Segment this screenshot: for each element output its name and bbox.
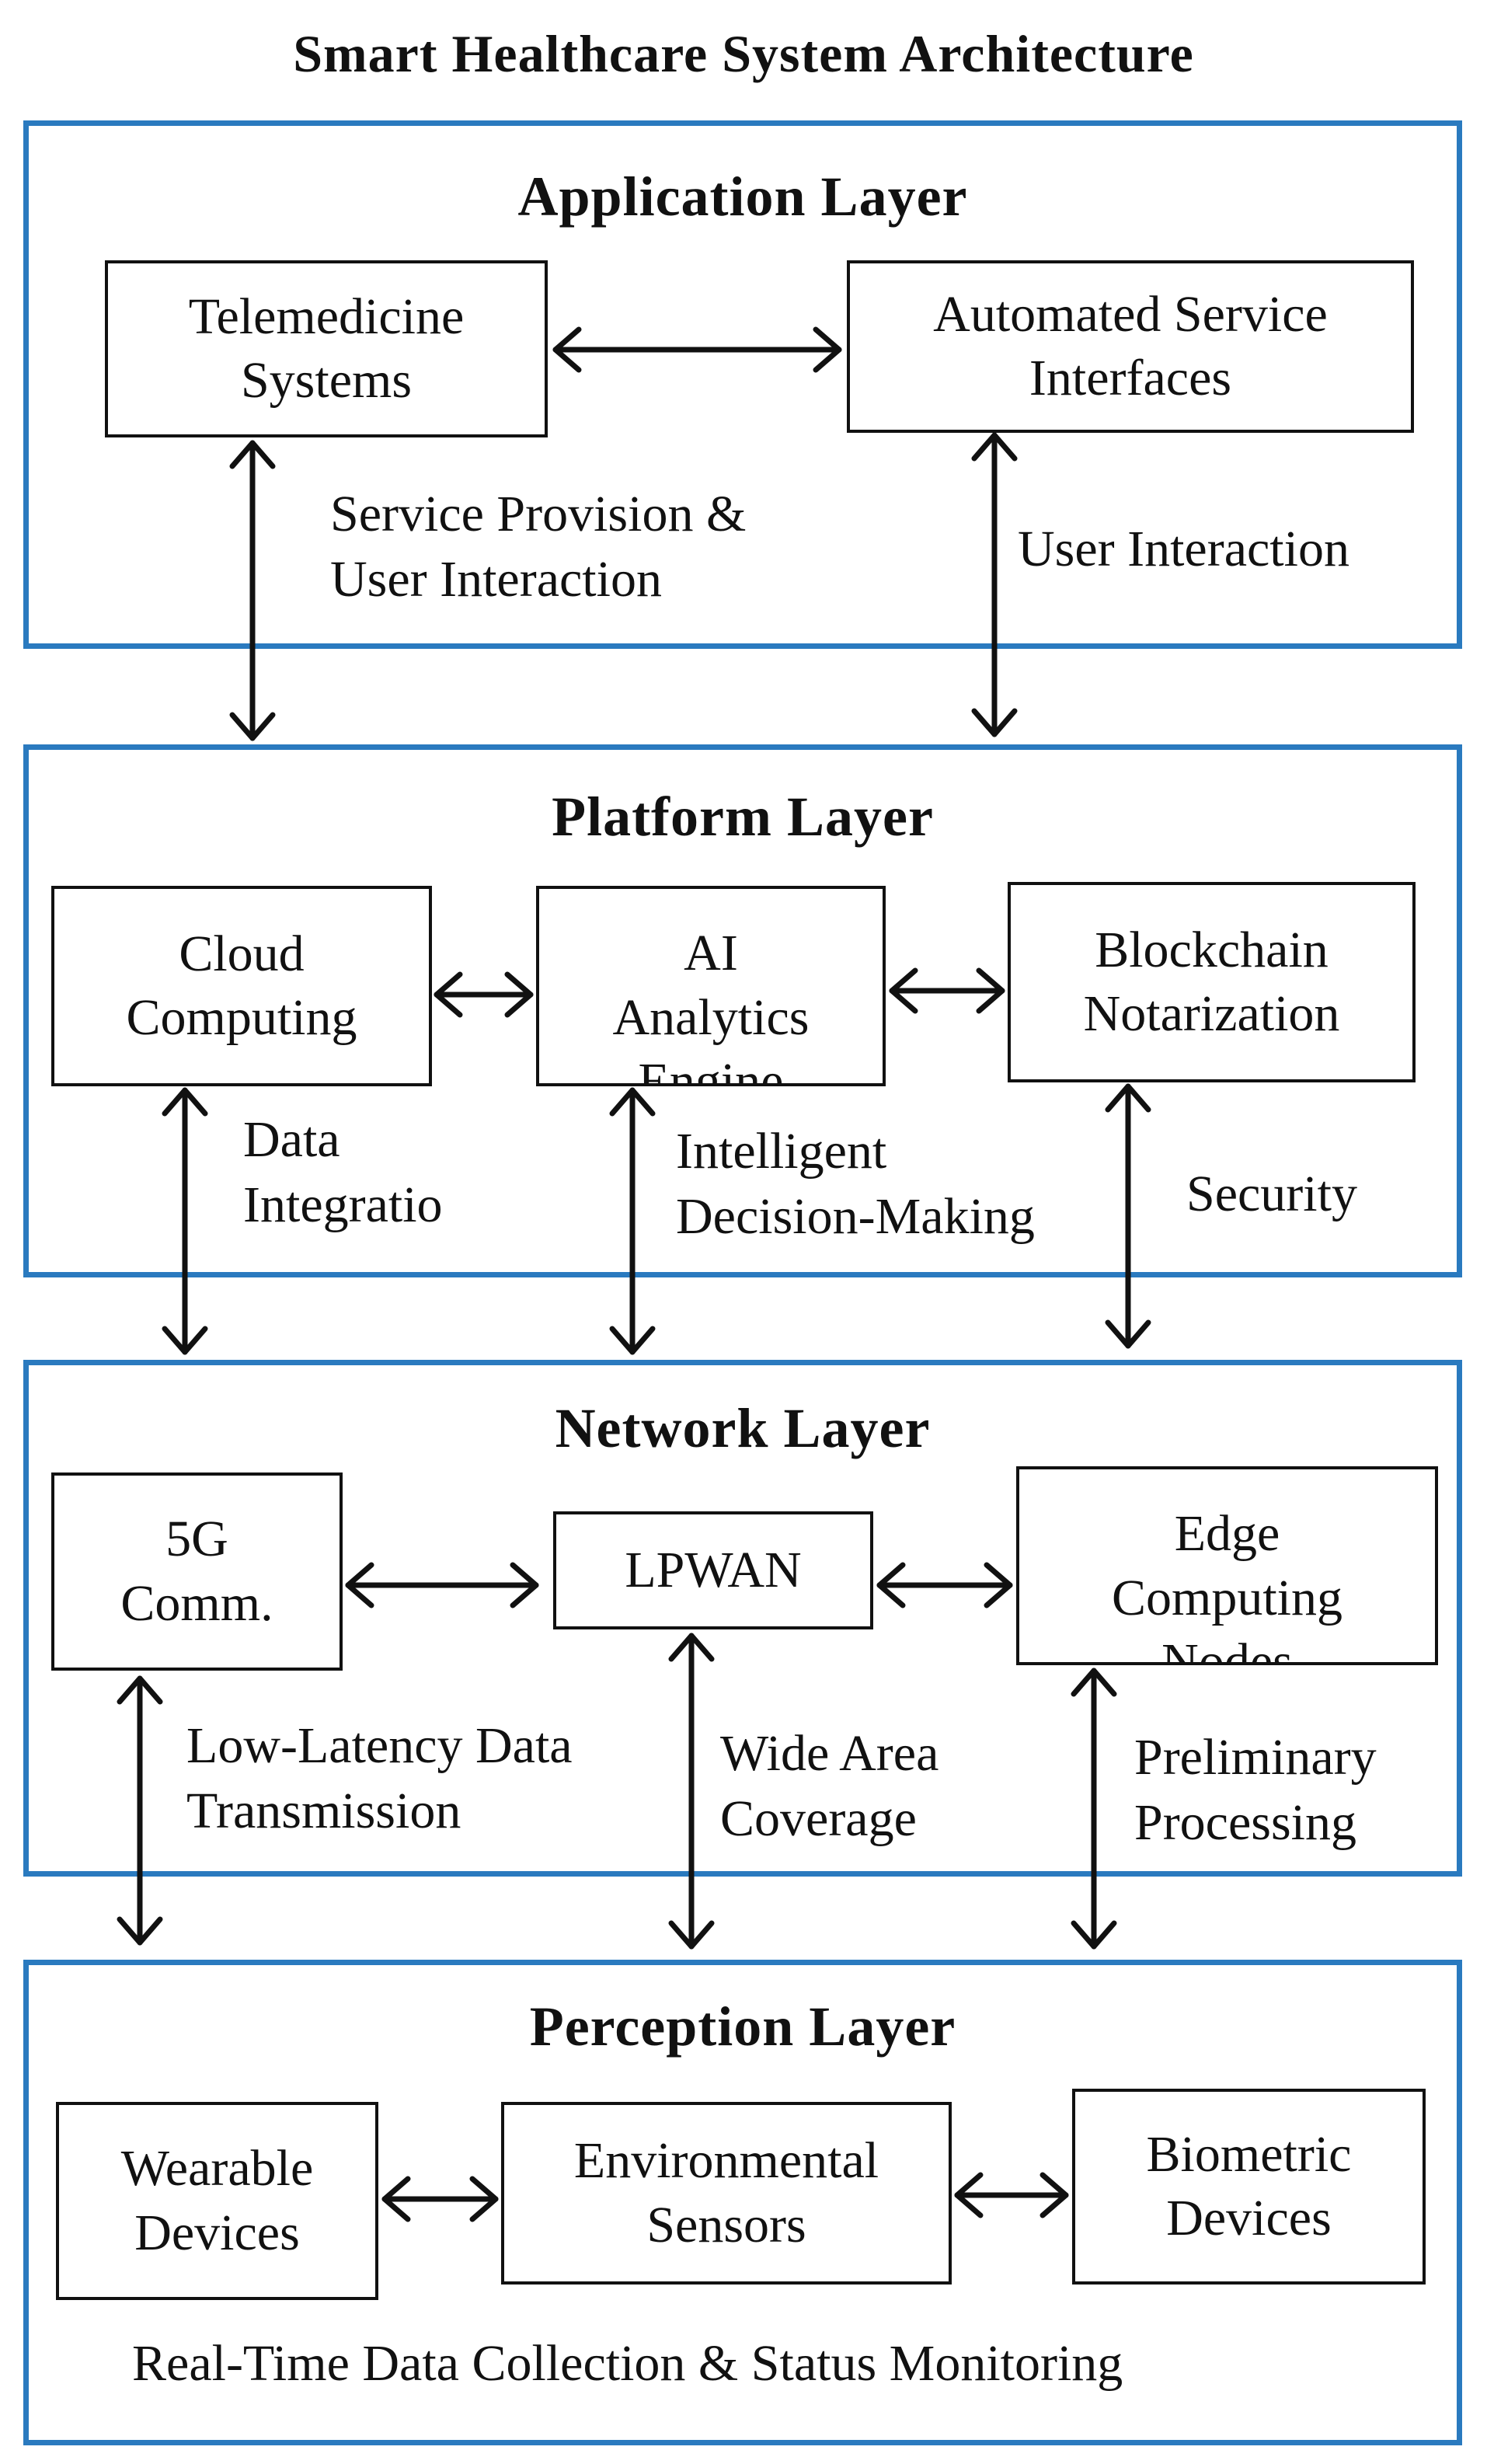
- network-layer-title: Network Layer: [555, 1397, 931, 1459]
- automated-service-interfaces-label: Automated Service Interfaces: [933, 285, 1328, 407]
- user-interaction-label: User Interaction: [1018, 521, 1349, 577]
- diagram-title: Smart Healthcare System Architecture: [293, 24, 1194, 83]
- telemedicine-systems-label: Telemedicine Systems: [188, 288, 465, 410]
- preliminary-processing-label: Preliminary Processing: [1134, 1729, 1377, 1851]
- biometric-devices-label: Biometric Devices: [1146, 2125, 1352, 2247]
- low-latency-transmission-label: Low-Latency Data Transmission: [186, 1717, 573, 1839]
- telemedicine-systems-box: Telemedicine Systems: [105, 260, 548, 437]
- wearable-devices-label: Wearable Devices: [120, 2140, 314, 2261]
- blockchain-notarization-box: Blockchain Notarization: [1008, 882, 1416, 1082]
- environmental-sensors-label: Environmental Sensors: [573, 2132, 879, 2253]
- platform-layer-title: Platform Layer: [552, 786, 934, 848]
- data-integration-label: Data Integratio: [243, 1111, 443, 1233]
- environmental-sensors-box: Environmental Sensors: [501, 2102, 952, 2285]
- security-label: Security: [1186, 1166, 1357, 1222]
- edge-computing-nodes-label: Edge Computing Nodes: [1111, 1505, 1343, 1665]
- edge-computing-nodes-box: Edge Computing Nodes: [1016, 1466, 1438, 1665]
- perception-layer-title: Perception Layer: [529, 1995, 956, 2058]
- blockchain-notarization-label: Blockchain Notarization: [1083, 921, 1340, 1043]
- data-collection-caption: Real-Time Data Collection & Status Monit…: [132, 2335, 1123, 2392]
- 5g-comm-label: 5G Comm.: [120, 1511, 273, 1632]
- cloud-computing-label: Cloud Computing: [126, 925, 357, 1047]
- lpwan-label: LPWAN: [625, 1541, 802, 1598]
- cloud-computing-box: Cloud Computing: [51, 886, 432, 1086]
- ai-analytics-engine-box: AI Analytics Engine: [536, 886, 886, 1086]
- 5g-comm-box: 5G Comm.: [51, 1472, 343, 1671]
- biometric-devices-box: Biometric Devices: [1072, 2089, 1426, 2285]
- ai-analytics-engine-label: AI Analytics Engine: [612, 925, 810, 1086]
- service-provision-label: Service Provision & User Interaction: [330, 486, 747, 608]
- wearable-devices-box: Wearable Devices: [56, 2102, 378, 2300]
- lpwan-box: LPWAN: [553, 1511, 873, 1629]
- wide-area-coverage-label: Wide Area Coverage: [720, 1725, 939, 1847]
- automated-service-interfaces-box: Automated Service Interfaces: [847, 260, 1414, 433]
- application-layer-title: Application Layer: [517, 166, 968, 228]
- intelligent-decision-making-label: Intelligent Decision-Making: [676, 1123, 1035, 1245]
